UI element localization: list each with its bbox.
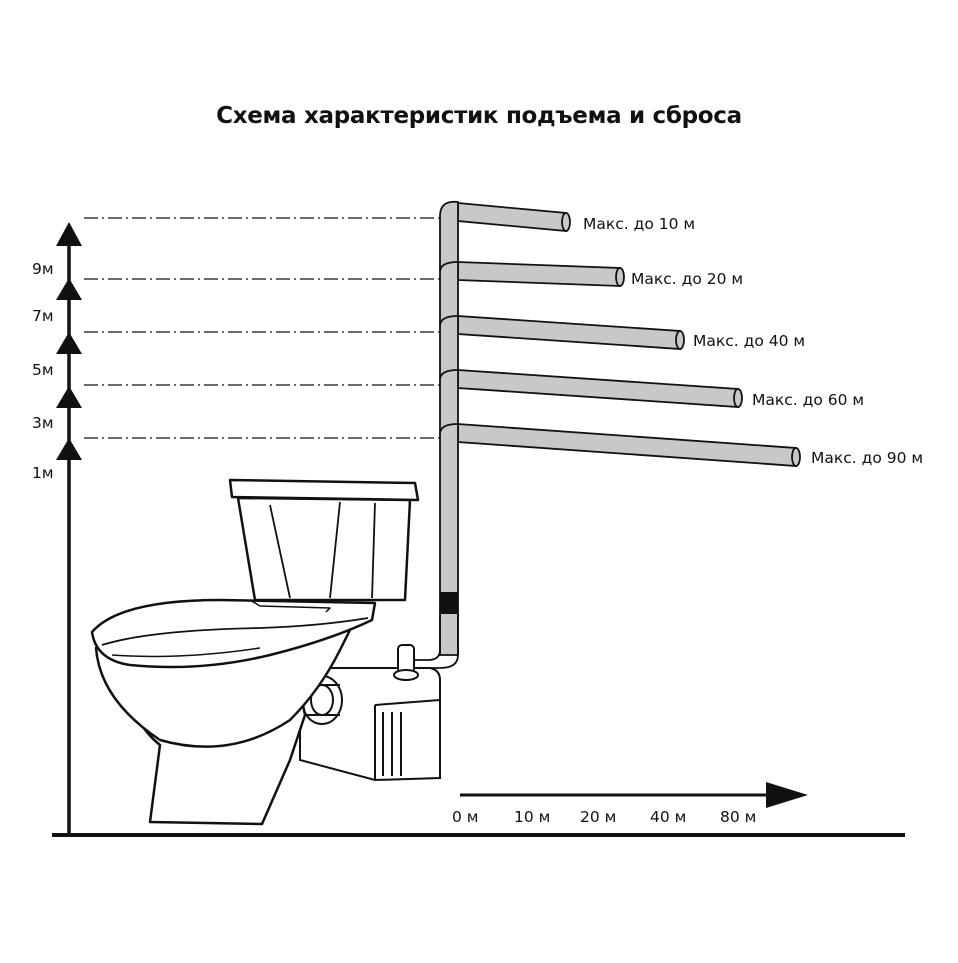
distance-label-80: 80 м: [720, 808, 756, 826]
height-label-1m: 1м: [32, 464, 54, 482]
toilet-seat: [90, 598, 377, 669]
diagram-title: Схема характеристик подъема и сброса: [216, 103, 742, 129]
pump-outlet: [397, 644, 415, 674]
pipe-label-10m: Макс. до 10 м: [583, 215, 695, 233]
pipe-90m: [457, 423, 797, 467]
height-arrow-3m: [56, 386, 82, 408]
distance-axis: 0 м 10 м 20 м 40 м 80 м: [452, 782, 808, 826]
pipe-end-40m: [675, 330, 685, 350]
pipe-40m: [457, 315, 681, 350]
pipe-label-90m: Макс. до 90 м: [811, 449, 923, 467]
height-guides: [84, 217, 440, 439]
toilet-tank-lid: [228, 478, 420, 502]
height-label-5m: 5м: [32, 361, 54, 379]
distance-label-40: 40 м: [650, 808, 686, 826]
height-label-9m: 9м: [32, 260, 54, 278]
pipe-end-90m: [791, 447, 801, 467]
pipe-end-60m: [733, 388, 743, 408]
height-axis: 9м 7м 5м 3м 1м: [32, 222, 82, 833]
distance-label-10: 10 м: [514, 808, 550, 826]
height-label-3m: 3м: [32, 414, 54, 432]
pipe-label-60m: Макс. до 60 м: [752, 391, 864, 409]
riser-pipe: [415, 200, 459, 669]
pipe-labels: Макс. до 10 м Макс. до 20 м Макс. до 40 …: [583, 215, 923, 467]
distance-label-20: 20 м: [580, 808, 616, 826]
pipe-60m: [457, 369, 739, 408]
toilet: [90, 478, 420, 826]
height-arrow-5m: [56, 332, 82, 354]
pipe-end-20m: [615, 267, 625, 287]
pipe-label-40m: Макс. до 40 м: [693, 332, 805, 350]
toilet-tank: [236, 496, 412, 602]
distance-label-0: 0 м: [452, 808, 478, 826]
height-label-7m: 7м: [32, 307, 54, 325]
pipe-20m: [457, 261, 621, 287]
pipe-10m: [457, 202, 567, 232]
height-arrow-9m: [56, 222, 82, 246]
height-arrow-7m: [56, 278, 82, 300]
distance-arrow: [766, 782, 808, 808]
height-arrow-1m: [56, 438, 82, 460]
pipe-end-10m: [561, 212, 571, 232]
pipe-label-20m: Макс. до 20 м: [631, 270, 743, 288]
riser-coupling: [440, 592, 458, 614]
